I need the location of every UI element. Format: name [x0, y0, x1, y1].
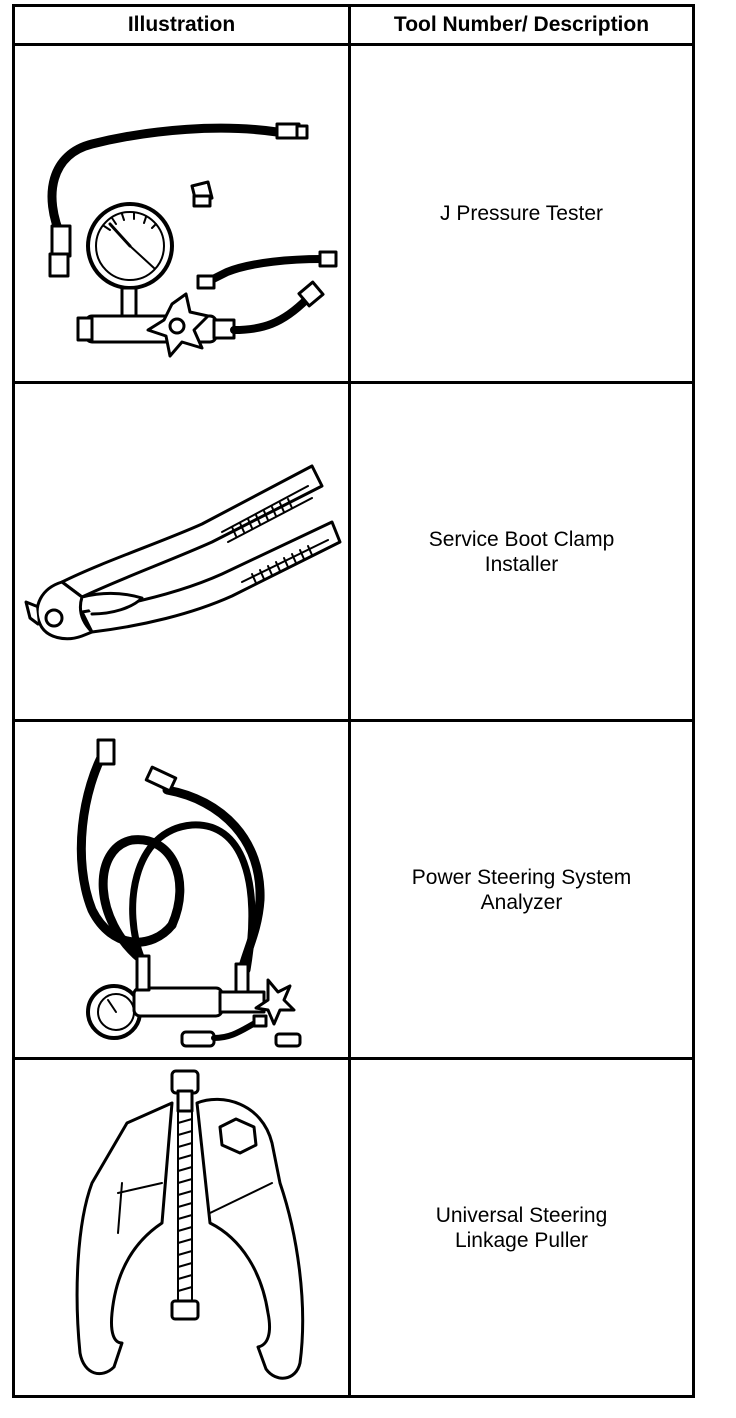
illustration-cell	[12, 1057, 351, 1398]
illustration-cell	[12, 381, 351, 722]
header-illustration: Illustration	[12, 4, 351, 46]
tool-description: J Pressure Tester	[439, 202, 603, 225]
description-cell: J Pressure Tester	[348, 43, 695, 384]
header-description: Tool Number/ Description	[348, 4, 695, 46]
steering-analyzer-icon	[76, 738, 301, 1047]
description-cell: Power Steering System Analyzer	[348, 719, 695, 1060]
illustration-cell	[12, 719, 351, 1060]
tool-description-line: Analyzer	[480, 890, 563, 914]
table-row: J Pressure Tester	[12, 43, 695, 384]
tool-table: Illustration Tool Number/ Description	[12, 4, 695, 1398]
tool-description-line: Service Boot Clamp	[428, 527, 615, 551]
pressure-tester-icon	[47, 122, 337, 357]
table-header-row: Illustration Tool Number/ Description	[12, 4, 695, 46]
table-row: Service Boot Clamp Installer	[12, 381, 695, 722]
tool-description-line: Universal Steering	[435, 1203, 608, 1227]
tool-description-line: Power Steering System	[411, 865, 632, 889]
linkage-puller-icon	[75, 1069, 304, 1379]
tool-description-line: Linkage Puller	[454, 1228, 589, 1252]
table-row: Universal Steering Linkage Puller	[12, 1057, 695, 1398]
tool-description-line: Installer	[484, 552, 559, 576]
description-cell: Universal Steering Linkage Puller	[348, 1057, 695, 1398]
description-cell: Service Boot Clamp Installer	[348, 381, 695, 722]
boot-clamp-installer-icon	[24, 464, 341, 640]
illustration-cell	[12, 43, 351, 384]
table-row: Power Steering System Analyzer	[12, 719, 695, 1060]
